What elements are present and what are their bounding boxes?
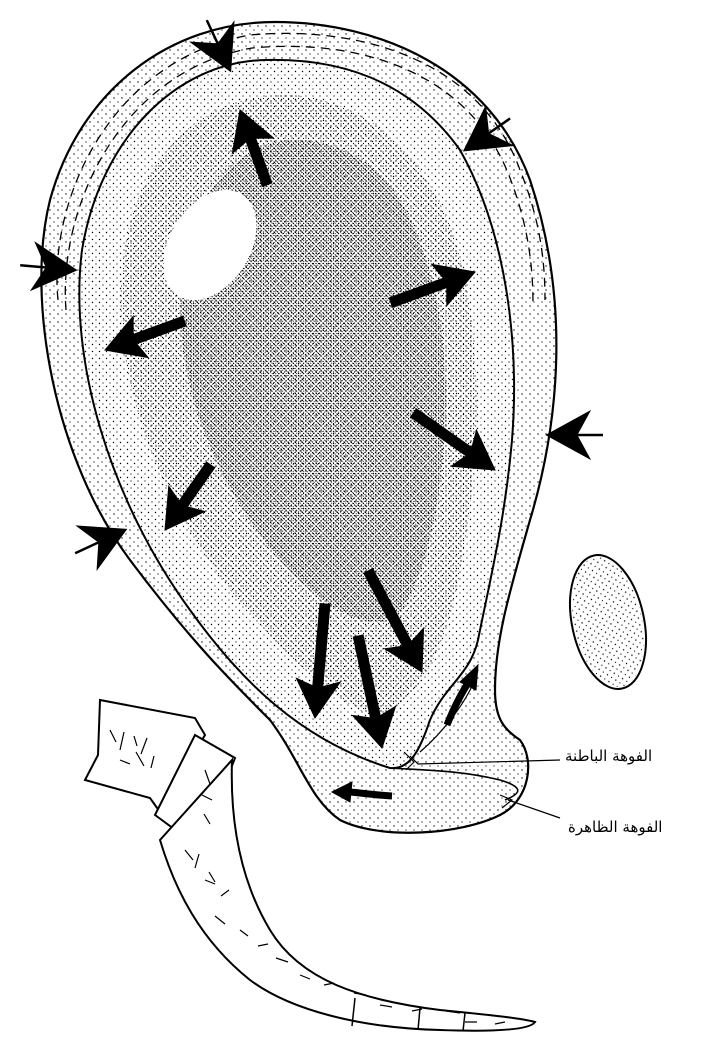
sacrum-body	[158, 757, 537, 1032]
thick-arrow-icon	[409, 408, 496, 471]
pressure-arrows	[20, 19, 603, 572]
arrowhead-icon	[74, 525, 128, 572]
wall-layer-dashed-2	[64, 45, 534, 311]
leader-outer-os	[507, 799, 561, 819]
cervix-inner-line	[389, 767, 519, 801]
thick-arrow-icon	[164, 461, 216, 531]
thick-arrow-icon	[388, 263, 476, 308]
sacral-segment-lines	[351, 997, 466, 1032]
curved-arrow-left-head	[330, 781, 353, 803]
arrowhead-icon	[20, 241, 78, 292]
arrowhead-icon	[188, 19, 235, 73]
thick-arrow-icon	[351, 634, 397, 749]
wall-layer-dashed-1	[56, 32, 546, 301]
force-arrows	[104, 109, 496, 749]
curved-arrow-up-head	[459, 663, 479, 691]
leader-outer-os-caret	[499, 794, 514, 809]
label-leaders	[403, 751, 561, 819]
ovary-stipple	[572, 557, 644, 687]
cervix-curved-arrows	[330, 663, 479, 803]
thick-arrow-icon	[295, 602, 342, 719]
curved-arrow-left	[349, 788, 393, 800]
air-bubble	[163, 189, 257, 301]
bone-texture	[109, 729, 506, 1025]
thick-arrow-icon	[104, 314, 187, 359]
spine-sacrum	[83, 698, 537, 1032]
thick-arrow-icon	[231, 109, 276, 188]
thick-arrow-icon	[363, 567, 425, 673]
label-outer-os: الفوهة الظاهرة	[568, 818, 663, 836]
leader-inner-os	[409, 755, 561, 765]
label-inner-os: الفوهة الباطنة	[565, 747, 653, 765]
arrowhead-icon	[545, 409, 603, 461]
leader-inner-os-caret	[403, 751, 415, 771]
arrowhead-icon	[462, 104, 515, 152]
